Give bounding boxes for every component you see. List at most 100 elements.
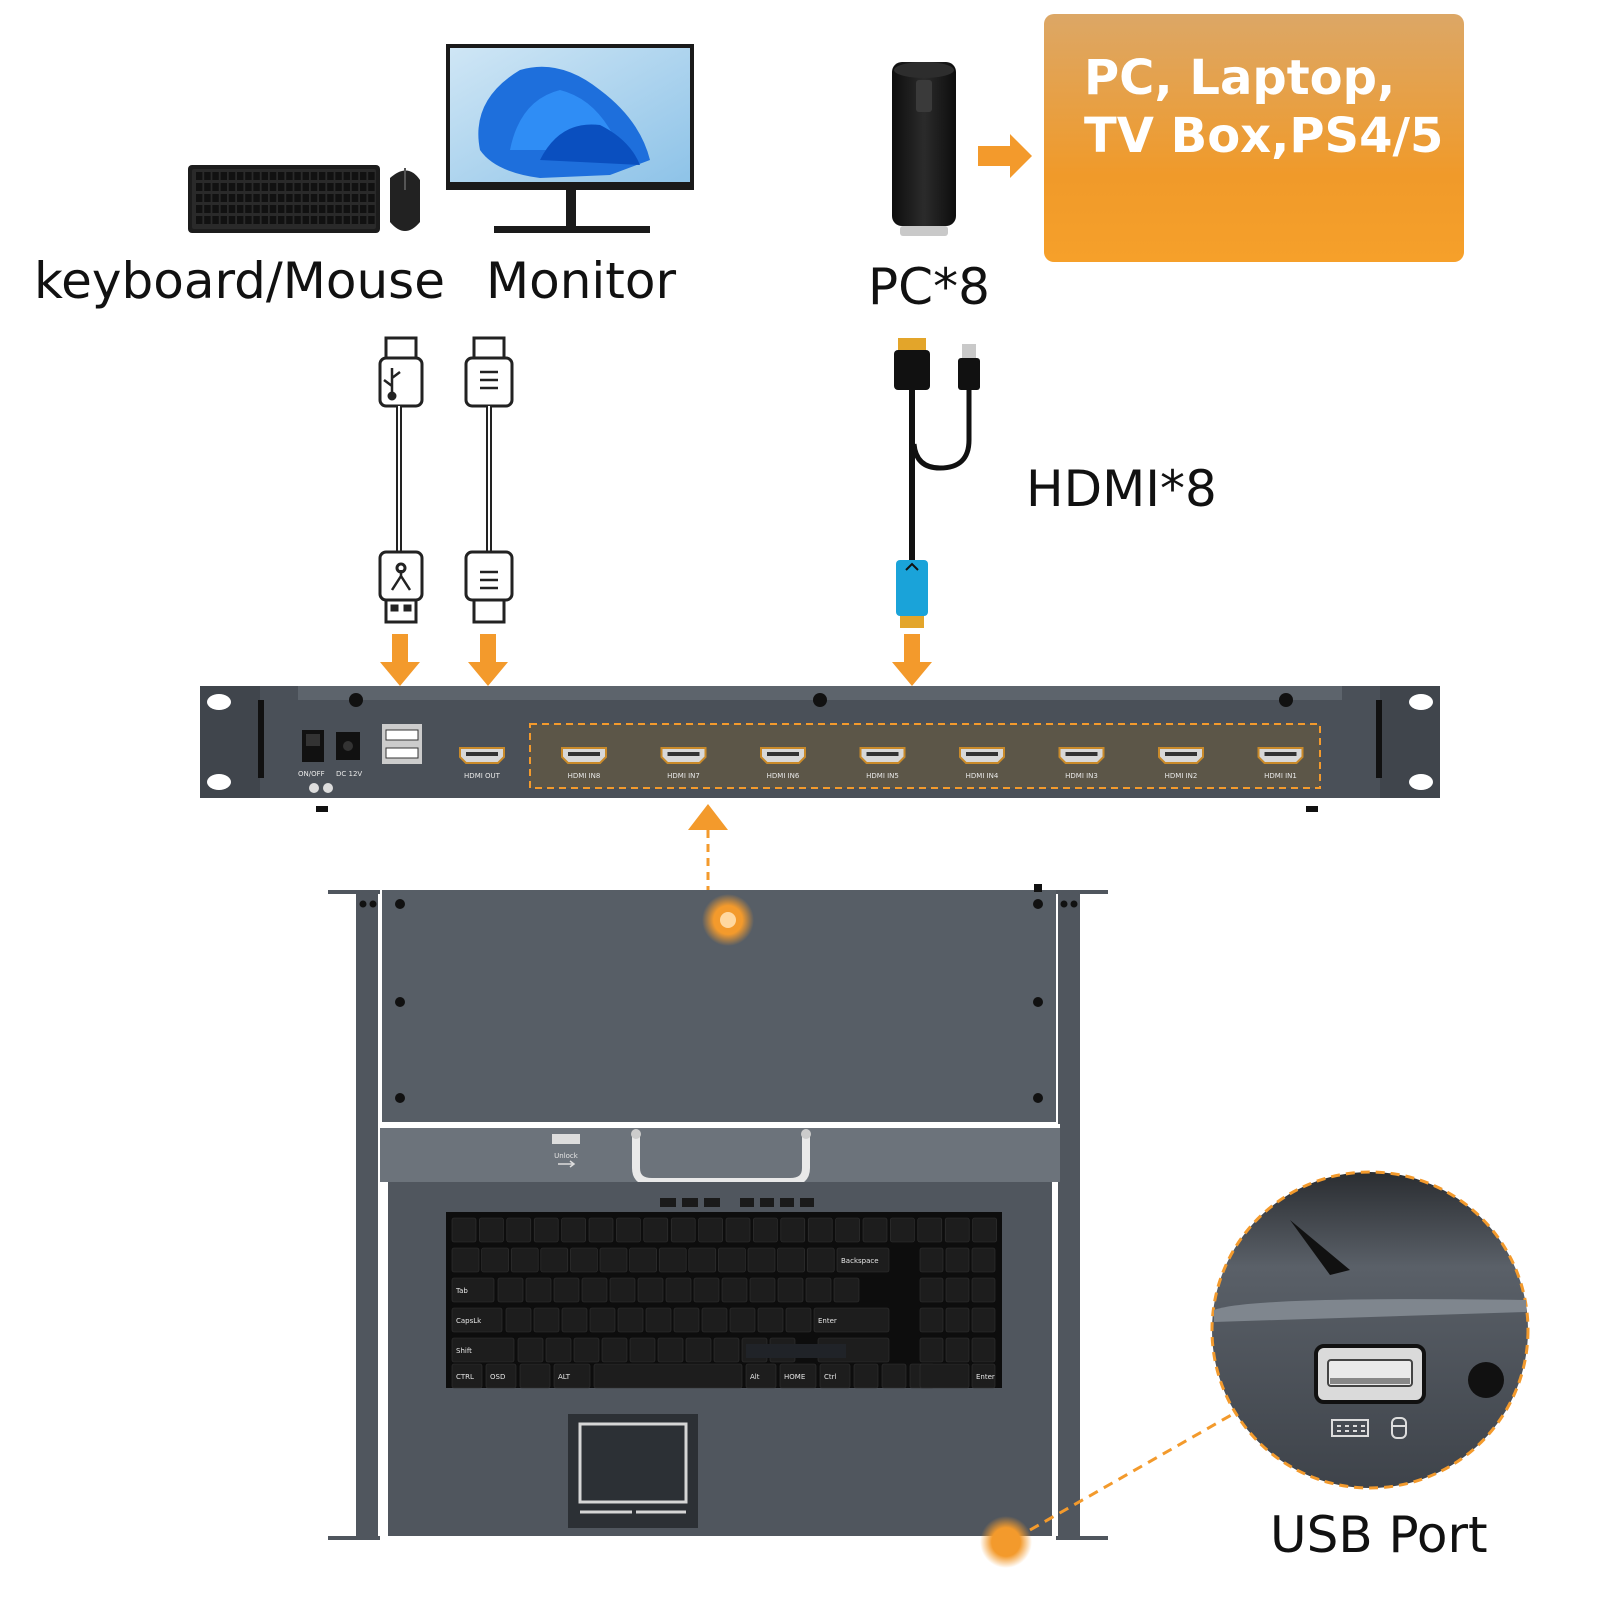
keyboard-key[interactable]	[581, 1277, 608, 1303]
keyboard-key[interactable]	[757, 1307, 784, 1333]
keyboard-key[interactable]	[643, 1217, 669, 1243]
keyboard-key[interactable]	[693, 1277, 720, 1303]
keyboard-key[interactable]	[533, 1307, 560, 1333]
keyboard-key[interactable]	[553, 1277, 580, 1303]
function-button[interactable]	[682, 1198, 698, 1207]
function-button[interactable]	[660, 1198, 676, 1207]
keyboard-key[interactable]	[779, 1363, 817, 1389]
channel-button[interactable]	[800, 1198, 814, 1207]
keyboard-key[interactable]	[945, 1337, 970, 1363]
keyboard-key[interactable]	[749, 1277, 776, 1303]
keyboard-key[interactable]	[658, 1247, 687, 1273]
keyboard-key[interactable]	[919, 1337, 944, 1363]
hdmi-in-port[interactable]	[760, 747, 806, 764]
keyboard-key[interactable]	[718, 1247, 746, 1273]
keyboard-key[interactable]	[881, 1363, 907, 1389]
keyboard-key[interactable]	[688, 1247, 717, 1273]
keyboard-key[interactable]	[629, 1247, 657, 1273]
keyboard-key[interactable]	[553, 1363, 591, 1389]
keyboard-key[interactable]	[919, 1307, 944, 1333]
hdmi-in-port[interactable]	[660, 747, 707, 764]
keyboard-key[interactable]	[971, 1277, 996, 1303]
unlock-slider[interactable]	[552, 1134, 580, 1144]
hdmi-in-port[interactable]	[1158, 747, 1204, 764]
keyboard-key[interactable]	[685, 1337, 712, 1363]
keyboard-key[interactable]	[807, 1217, 833, 1243]
keyboard-key[interactable]	[777, 1247, 805, 1273]
keyboard-key[interactable]	[917, 1217, 943, 1243]
keyboard-key[interactable]	[721, 1277, 748, 1303]
keyboard-key[interactable]	[971, 1247, 996, 1273]
usb-ports-rear[interactable]	[382, 724, 422, 764]
keyboard-key[interactable]	[637, 1277, 664, 1303]
keyboard-key[interactable]	[919, 1247, 944, 1273]
keyboard-key[interactable]	[836, 1247, 890, 1273]
keyboard-key[interactable]	[819, 1363, 851, 1389]
keyboard-key[interactable]	[479, 1217, 504, 1243]
keyboard-key[interactable]	[701, 1307, 728, 1333]
keyboard-key[interactable]	[573, 1337, 600, 1363]
keyboard-key[interactable]	[972, 1217, 997, 1243]
keyboard-key[interactable]	[971, 1363, 996, 1389]
touchpad[interactable]	[578, 1422, 688, 1504]
keyboard-key[interactable]	[833, 1277, 860, 1303]
keyboard-key[interactable]	[862, 1217, 888, 1243]
keyboard-key[interactable]	[617, 1307, 644, 1333]
keyboard-key[interactable]	[505, 1307, 532, 1333]
keyboard-key[interactable]	[616, 1217, 641, 1243]
keyboard-key[interactable]	[601, 1337, 628, 1363]
keyboard-key[interactable]	[753, 1217, 778, 1243]
hdmi-in-port[interactable]	[1058, 747, 1105, 764]
keyboard-key[interactable]	[945, 1307, 970, 1333]
keyboard-key[interactable]	[725, 1217, 751, 1243]
channel-button[interactable]	[760, 1198, 774, 1207]
keyboard-key[interactable]	[451, 1307, 503, 1333]
keyboard-key[interactable]	[805, 1277, 832, 1303]
keyboard-key[interactable]	[517, 1337, 544, 1363]
keyboard-key[interactable]	[545, 1337, 572, 1363]
keyboard-key[interactable]	[657, 1337, 684, 1363]
keyboard-key[interactable]	[813, 1307, 890, 1333]
keyboard-key[interactable]	[510, 1247, 539, 1273]
keyboard-key[interactable]	[971, 1337, 996, 1363]
keyboard-key[interactable]	[519, 1363, 551, 1389]
keyboard-key[interactable]	[670, 1217, 696, 1243]
keyboard-key[interactable]	[713, 1337, 740, 1363]
keyboard-key[interactable]	[698, 1217, 723, 1243]
function-button[interactable]	[704, 1198, 720, 1207]
keyboard-key[interactable]	[451, 1247, 480, 1273]
keyboard-key[interactable]	[853, 1363, 879, 1389]
keyboard-key[interactable]	[497, 1277, 524, 1303]
keyboard-key[interactable]	[451, 1217, 477, 1243]
keyboard-key[interactable]	[561, 1217, 586, 1243]
keyboard-key[interactable]	[506, 1217, 532, 1243]
channel-button[interactable]	[740, 1198, 754, 1207]
keyboard-key[interactable]	[540, 1247, 569, 1273]
keyboard-key[interactable]	[673, 1307, 700, 1333]
keyboard-key[interactable]	[609, 1277, 636, 1303]
keyboard-key[interactable]	[593, 1363, 743, 1389]
keyboard-key[interactable]	[945, 1247, 970, 1273]
keyboard-key[interactable]	[919, 1277, 944, 1303]
keyboard-key[interactable]	[589, 1307, 616, 1333]
keyboard-key[interactable]	[533, 1217, 559, 1243]
keyboard-key[interactable]	[451, 1277, 495, 1303]
keyboard-key[interactable]	[451, 1337, 515, 1363]
keyboard-key[interactable]	[785, 1307, 812, 1333]
hdmi-in-port[interactable]	[959, 747, 1005, 764]
channel-button[interactable]	[780, 1198, 794, 1207]
keyboard-key[interactable]	[588, 1217, 614, 1243]
keyboard-key[interactable]	[745, 1363, 777, 1389]
keyboard-key[interactable]	[729, 1307, 756, 1333]
hdmi-in-port[interactable]	[859, 747, 906, 764]
keyboard-key[interactable]	[570, 1247, 598, 1273]
keyboard-key[interactable]	[835, 1217, 860, 1243]
hdmi-out-port[interactable]	[459, 747, 505, 764]
keyboard-key[interactable]	[629, 1337, 656, 1363]
keyboard-key[interactable]	[780, 1217, 806, 1243]
keyboard-key[interactable]	[945, 1277, 970, 1303]
keyboard-key[interactable]	[561, 1307, 588, 1333]
keyboard-key[interactable]	[890, 1217, 915, 1243]
keyboard-key[interactable]	[777, 1277, 804, 1303]
keyboard-key[interactable]	[645, 1307, 672, 1333]
